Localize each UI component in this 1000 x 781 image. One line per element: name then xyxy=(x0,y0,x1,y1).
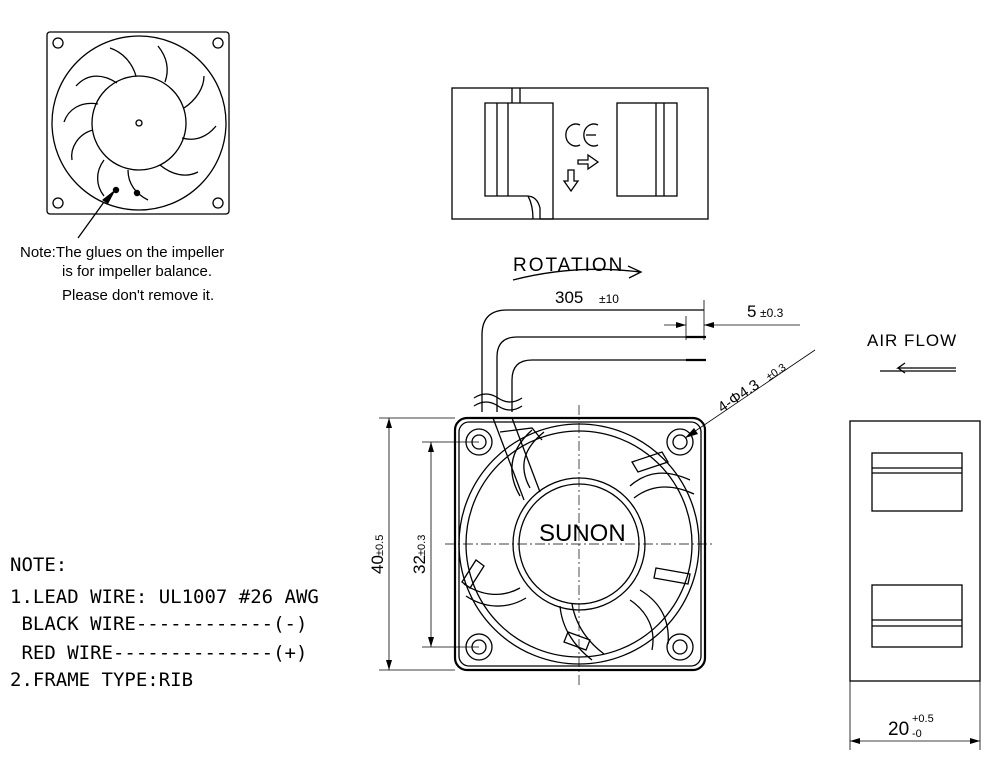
note-line-3: BLACK WIRE------------(-) xyxy=(10,613,307,635)
note-line-5: 2.FRAME TYPE:RIB xyxy=(10,669,193,691)
air-flow-label: AIR FLOW xyxy=(867,331,957,350)
dim-hole-pitch-value: 32 xyxy=(410,555,429,574)
rear-blades xyxy=(63,45,217,201)
front-view: SUNON xyxy=(445,405,715,685)
rotation-flow-arrow-icon xyxy=(577,153,600,171)
rear-view xyxy=(46,31,230,239)
note-line-2: 1.LEAD WIRE: UL1007 #26 AWG xyxy=(10,586,319,608)
lead-wires xyxy=(473,309,706,412)
dim-strip-value: 5 xyxy=(747,302,756,321)
dim-lead-length-tol: ±10 xyxy=(599,292,619,306)
side-view-right: 20 +0.5 -0 xyxy=(849,420,981,750)
note-glue-line1: Note:The glues on the impeller xyxy=(20,244,224,261)
dim-frame-value: 40 xyxy=(368,555,387,574)
note-line-4: RED WIRE--------------(+) xyxy=(10,642,307,664)
glue-pointer-arrow xyxy=(102,189,116,204)
notes-block: NOTE: 1.LEAD WIRE: UL1007 #26 AWG BLACK … xyxy=(10,554,319,691)
dim-frame: 40 ±0.5 xyxy=(368,417,455,671)
dim-holes-value: 4-Φ4.3 xyxy=(715,376,763,416)
ce-mark xyxy=(565,123,599,147)
air-flow-down-arrow-icon xyxy=(562,169,580,193)
dim-strip-tol: ±0.3 xyxy=(760,306,784,320)
dim-holes-tol: ±0.3 xyxy=(764,362,788,384)
dim-depth-tol-upper: +0.5 xyxy=(912,713,934,725)
dim-lead-length-value: 305 xyxy=(555,288,583,307)
dim-holes: 4-Φ4.3 ±0.3 xyxy=(684,349,816,439)
dim-strip: 5 ±0.3 xyxy=(664,302,800,328)
rotation-arc xyxy=(512,268,641,281)
brand-logo: SUNON xyxy=(539,520,626,547)
side-view-top xyxy=(451,87,709,220)
note-line-1: NOTE: xyxy=(10,554,67,576)
dim-lead-length: 305 ±10 xyxy=(555,288,705,340)
dim-frame-tol: ±0.5 xyxy=(374,535,386,556)
dim-depth-tol-lower: -0 xyxy=(912,728,922,740)
note-glue-line3: Please don't remove it. xyxy=(62,287,214,304)
note-glue-line2: is for impeller balance. xyxy=(62,263,212,280)
dim-depth-value: 20 xyxy=(888,719,909,740)
dim-hole-pitch: 32 ±0.3 xyxy=(410,441,479,648)
dim-hole-pitch-tol: ±0.3 xyxy=(416,535,428,556)
rotation-label: ROTATION xyxy=(513,255,624,276)
